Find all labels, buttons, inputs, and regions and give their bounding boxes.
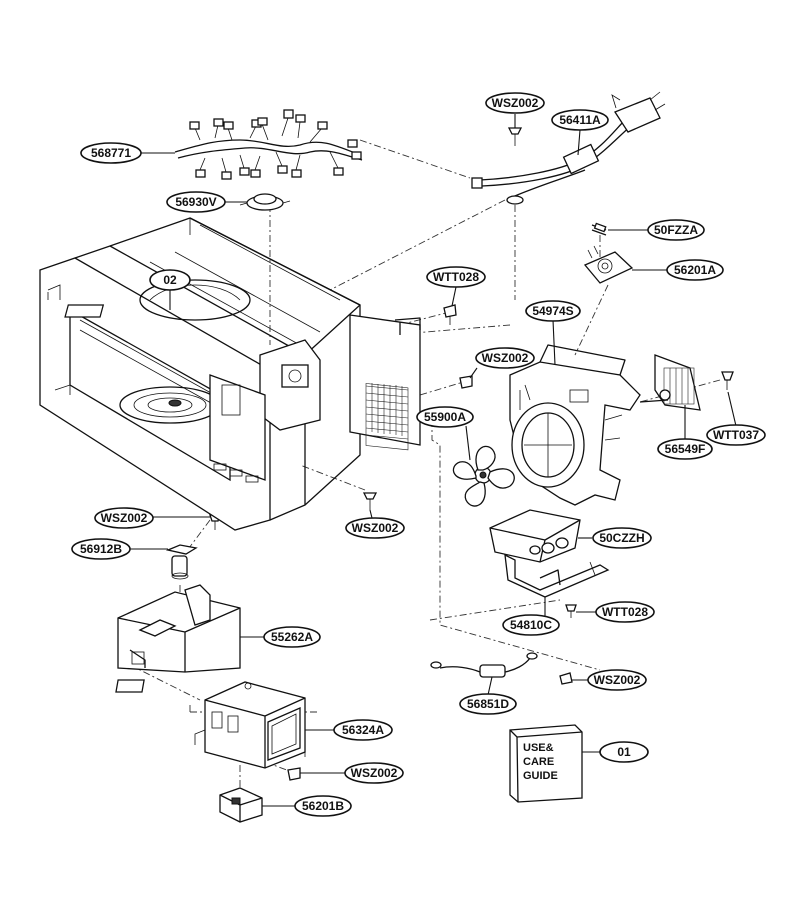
transformer xyxy=(219,787,263,823)
svg-text:WSZ002: WSZ002 xyxy=(351,766,398,780)
high-voltage-capacitor xyxy=(489,509,581,563)
air-guide-duct xyxy=(117,584,241,673)
label-fan-duct: 54974S xyxy=(525,300,581,322)
label-thermal-fuse: 56912B xyxy=(71,538,131,560)
svg-text:WSZ002: WSZ002 xyxy=(352,521,399,535)
svg-text:01: 01 xyxy=(617,745,631,759)
power-cord xyxy=(471,91,666,205)
svg-text:55900A: 55900A xyxy=(424,410,466,424)
manual-line-3: GUIDE xyxy=(523,770,558,782)
svg-text:50CZZH: 50CZZH xyxy=(599,531,644,545)
wire-harness xyxy=(174,109,363,180)
label-wsz-magnetron: WSZ002 xyxy=(344,762,404,784)
label-wtt-top: WTT028 xyxy=(426,266,486,288)
label-fan-blade: 55900A xyxy=(416,406,474,428)
label-motor: 56549F xyxy=(657,438,713,460)
magnetron xyxy=(115,679,306,769)
svg-text:WSZ002: WSZ002 xyxy=(594,673,641,687)
capacitor-bracket xyxy=(504,553,610,598)
svg-text:568771: 568771 xyxy=(91,146,131,160)
svg-text:02: 02 xyxy=(163,273,177,287)
label-cavity: 02 xyxy=(149,269,191,291)
label-cord: 56411A xyxy=(551,109,609,131)
label-noise-filter: 56201A xyxy=(666,259,724,281)
manual-line-2: CARE xyxy=(523,756,554,768)
svg-text:WSZ002: WSZ002 xyxy=(482,351,529,365)
fuse xyxy=(591,222,607,236)
svg-text:WSZ002: WSZ002 xyxy=(101,511,148,525)
label-wsz-cavity: WSZ002 xyxy=(345,517,405,539)
manual-line-1: USE& xyxy=(523,742,554,754)
svg-text:56411A: 56411A xyxy=(559,113,601,127)
svg-text:WTT037: WTT037 xyxy=(713,428,759,442)
label-transformer: 56201B xyxy=(294,795,352,817)
noise-filter xyxy=(583,245,634,284)
svg-text:WSZ002: WSZ002 xyxy=(492,96,539,110)
owners-manual: USE& CARE GUIDE xyxy=(509,724,583,803)
label-bracket: 54810C xyxy=(502,614,560,636)
label-capacitor: 50CZZH xyxy=(592,527,652,549)
label-wsz-cord: WSZ002 xyxy=(485,92,545,114)
svg-text:WTT028: WTT028 xyxy=(602,605,648,619)
svg-text:54810C: 54810C xyxy=(510,618,552,632)
thermal-fuse xyxy=(165,544,198,580)
svg-text:WTT028: WTT028 xyxy=(433,270,479,284)
svg-text:56930V: 56930V xyxy=(175,195,216,209)
svg-text:56201B: 56201B xyxy=(302,799,344,813)
screws xyxy=(209,127,734,781)
label-thermostat: 56930V xyxy=(166,191,226,213)
label-harness: 568771 xyxy=(80,142,142,164)
label-magnetron: 56324A xyxy=(333,719,393,741)
label-wsz-diode: WSZ002 xyxy=(587,669,647,691)
svg-text:56912B: 56912B xyxy=(80,542,122,556)
fan-motor xyxy=(639,354,701,411)
svg-text:54974S: 54974S xyxy=(532,304,573,318)
callouts: 568771 WSZ002 56411A 56930V 02 50FZZA 56… xyxy=(71,92,766,817)
thermostat xyxy=(239,193,291,211)
svg-text:56851D: 56851D xyxy=(467,697,509,711)
oven-cavity-chassis xyxy=(39,217,421,531)
label-diode: 56851D xyxy=(459,693,517,715)
label-wtt-motor: WTT037 xyxy=(706,424,766,446)
fan-blade xyxy=(452,445,515,507)
svg-text:56549F: 56549F xyxy=(665,442,706,456)
svg-text:56324A: 56324A xyxy=(342,723,384,737)
label-wsz-left: WSZ002 xyxy=(94,507,154,529)
label-fuse: 50FZZA xyxy=(647,219,705,241)
label-wtt-bracket: WTT028 xyxy=(595,601,655,623)
label-manual: 01 xyxy=(599,741,649,763)
svg-text:50FZZA: 50FZZA xyxy=(654,223,698,237)
label-wsz-duct: WSZ002 xyxy=(475,347,535,369)
label-duct-bottom: 55262A xyxy=(263,626,321,648)
high-voltage-diode xyxy=(430,652,538,678)
fan-duct xyxy=(509,344,641,506)
svg-text:56201A: 56201A xyxy=(674,263,716,277)
svg-text:55262A: 55262A xyxy=(271,630,313,644)
